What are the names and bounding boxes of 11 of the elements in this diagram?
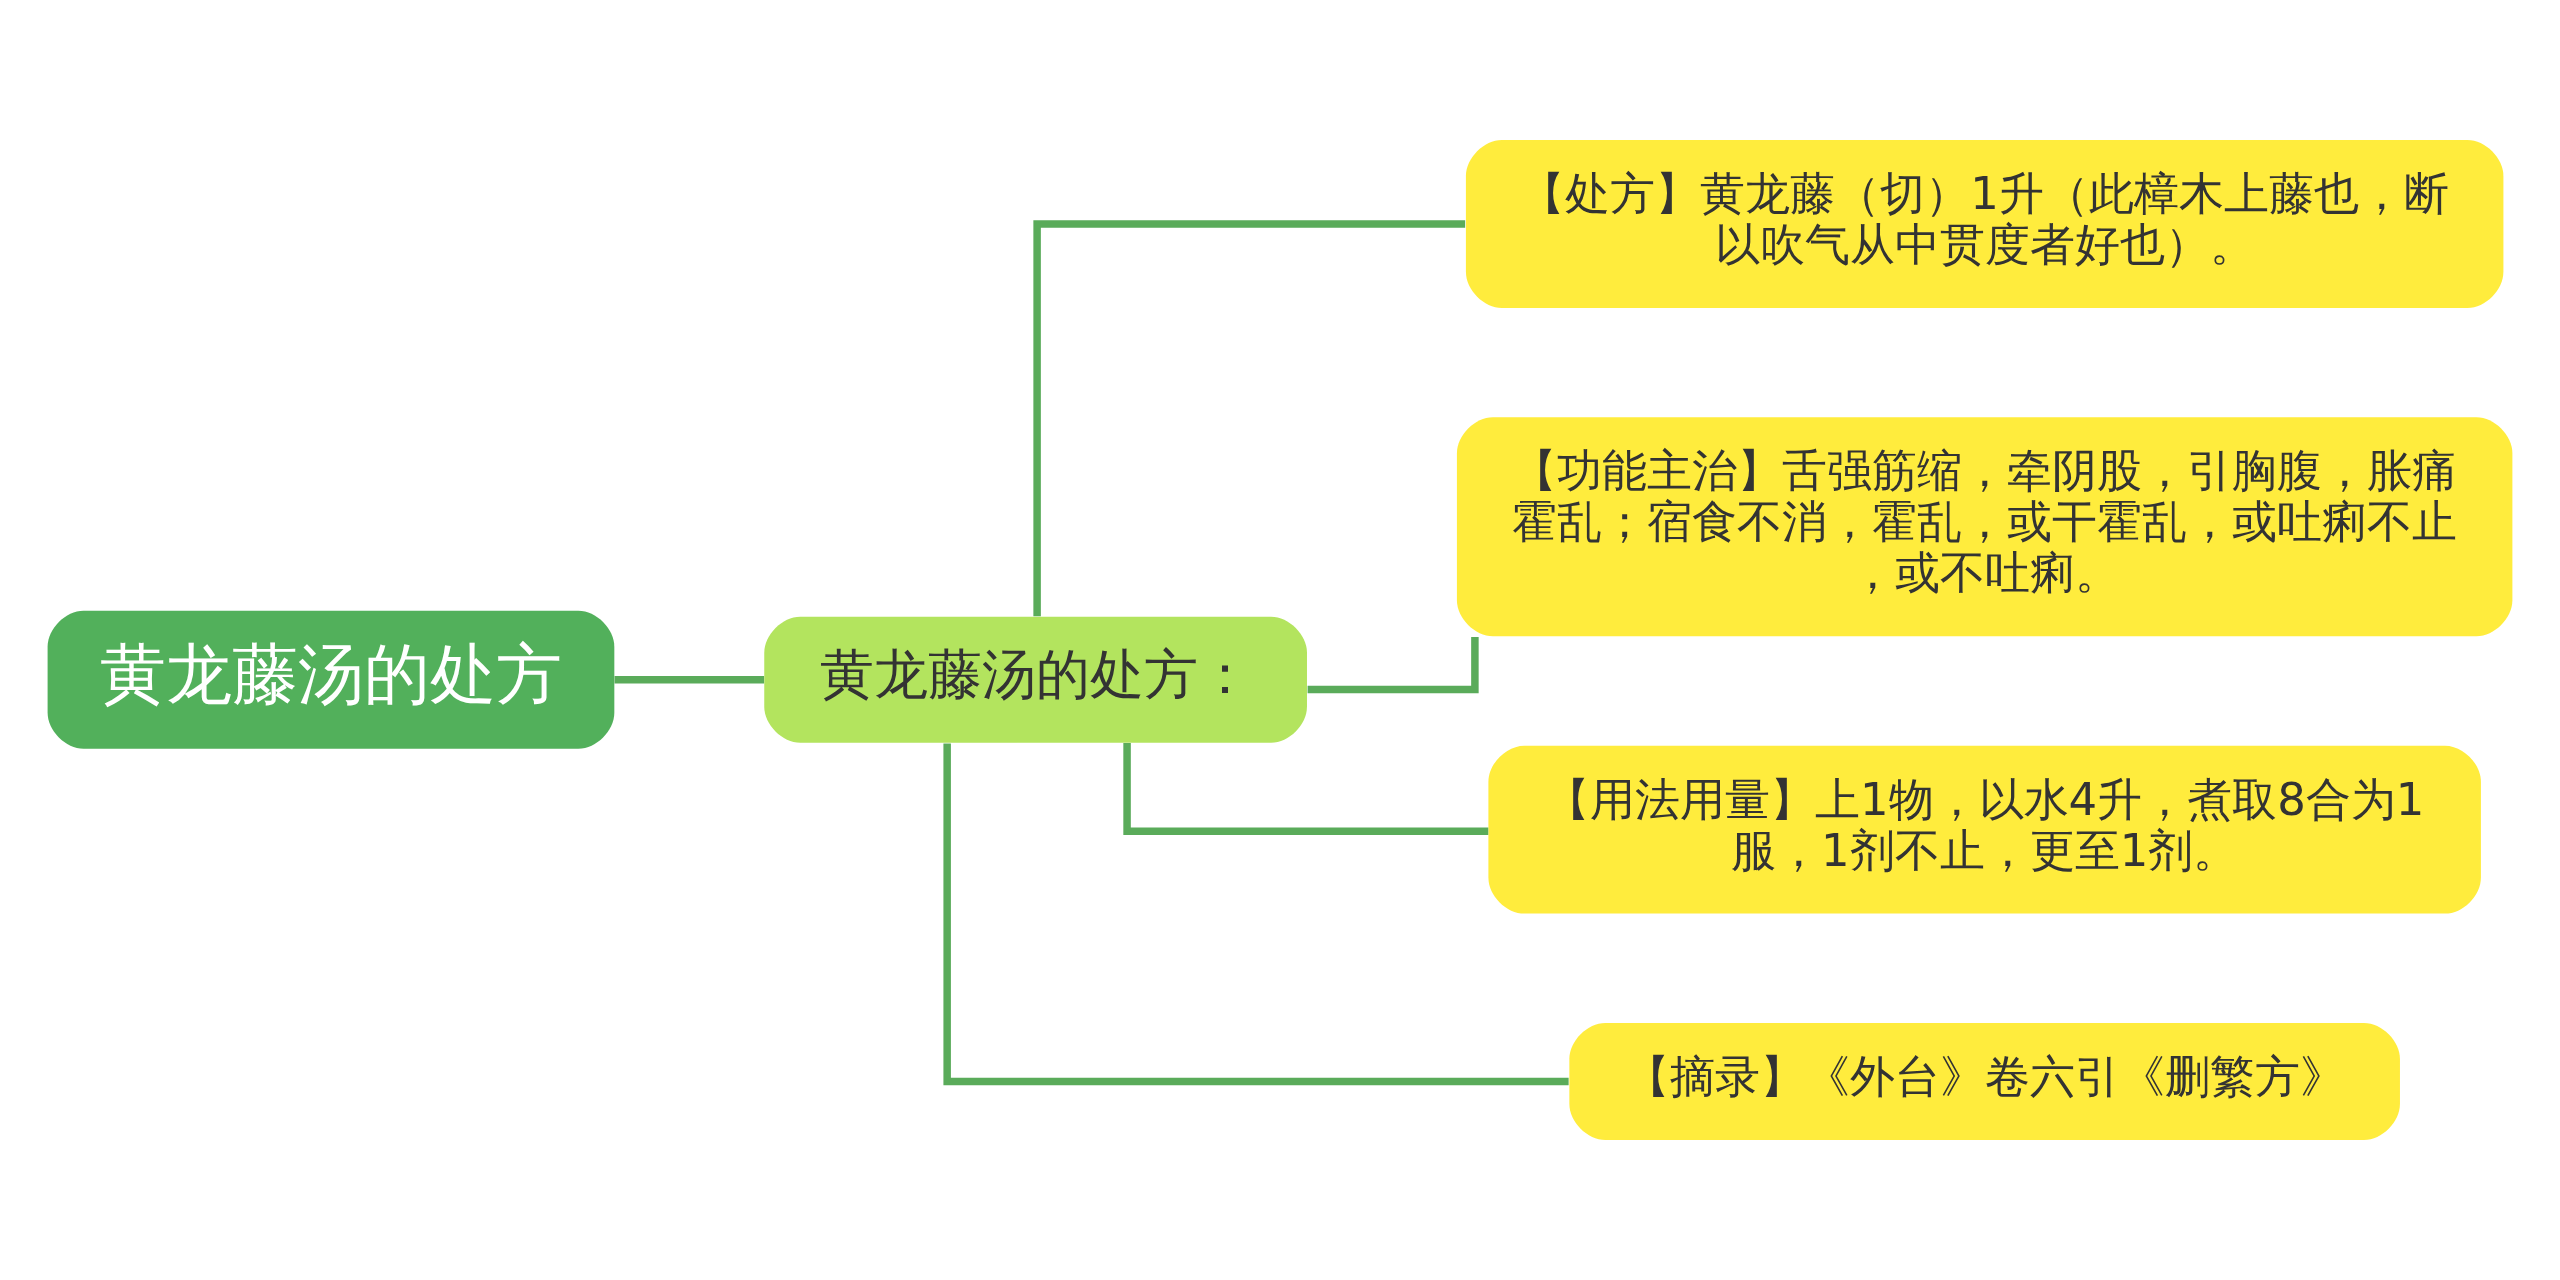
connector [1307, 637, 1479, 694]
node-box: 黄龙藤汤的处方 [47, 610, 615, 749]
node-box: 黄龙藤汤的处方： [764, 616, 1307, 743]
node-box: 【摘录】《外台》卷六引《删繁方》 [1569, 1023, 2400, 1140]
connector [614, 676, 765, 684]
node-box: 【功能主治】舌强筋缩，牵阴股，引胸腹，胀痛霍乱；宿食不消，霍乱，或干霍乱，或吐痢不止，或不吐痢。 [1456, 417, 2513, 637]
connector [1033, 220, 1466, 617]
connector [1123, 743, 1489, 835]
connector [943, 743, 1569, 1086]
node-box: 【处方】黄龙藤（切）1升（此樟木上藤也，断以吹气从中贯度者好也）。 [1465, 140, 2504, 308]
node-box: 【用法用量】上1物，以水4升，煮取8合为1服，1剂不止，更至1剂。 [1488, 745, 2481, 914]
